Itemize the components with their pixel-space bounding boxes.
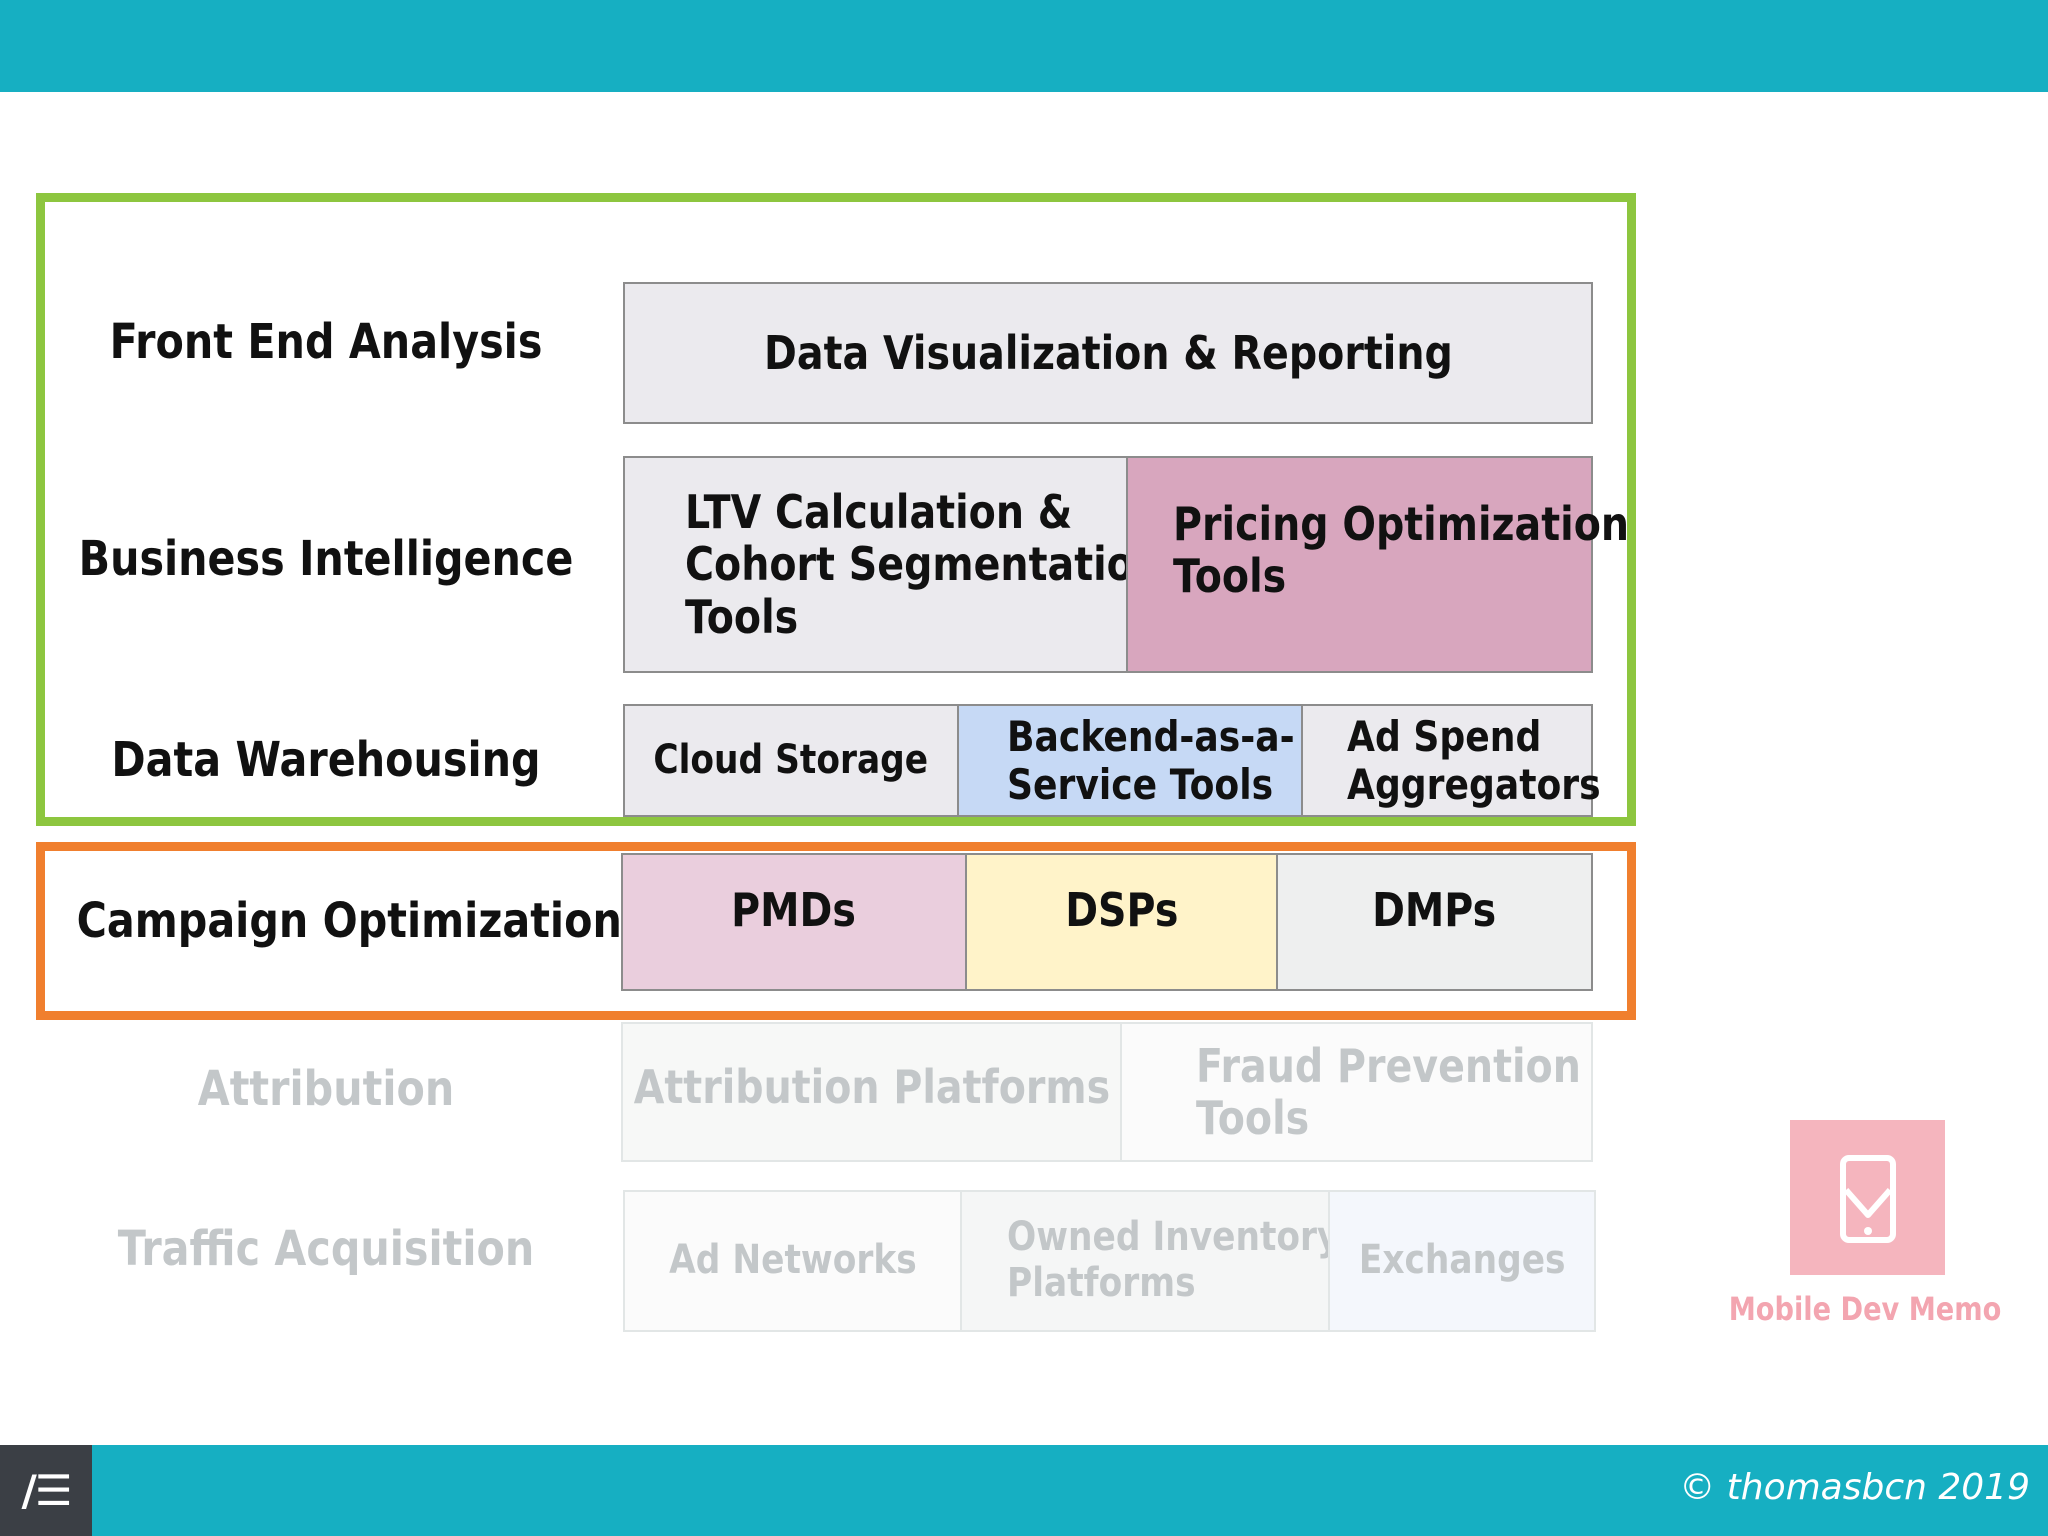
box-label: Exchanges (1358, 1237, 1566, 1284)
copyright-text: © thomasbcn 2019 (1679, 1467, 2030, 1508)
box-pmds: PMDs (621, 853, 967, 991)
box-line: Platforms (1007, 1260, 1196, 1306)
box-label: Attribution Platforms (633, 1059, 1110, 1114)
row-label-front-end-analysis: Front End Analysis (109, 314, 543, 370)
box-label: Ad Networks (668, 1237, 917, 1284)
box-dmps: DMPs (1276, 853, 1593, 991)
mobile-phone-icon (1790, 1120, 1945, 1275)
highlight-frame-green (36, 193, 1636, 826)
row-label-campaign-optimization: Campaign Optimization (76, 893, 622, 949)
box-line: Aggregators (1347, 759, 1601, 809)
brand-logo: /☰ (0, 1445, 92, 1536)
box-dsps: DSPs (965, 853, 1278, 991)
row-label-business-intelligence: Business Intelligence (78, 531, 574, 587)
box-line: Backend-as-a- (1007, 711, 1295, 761)
footer-bar: /☰ © thomasbcn 2019 (0, 1445, 2048, 1536)
box-attribution-platforms: Attribution Platforms (621, 1022, 1122, 1162)
watermark-text: Mobile Dev Memo (1728, 1290, 2002, 1328)
row-label-data-warehousing: Data Warehousing (111, 732, 541, 788)
box-line: Cohort Segmentation (685, 537, 1163, 592)
box-label: Cloud Storage (653, 736, 929, 783)
box-line: LTV Calculation & (685, 484, 1073, 539)
box-line: Owned Inventory (1007, 1214, 1340, 1261)
box-exchanges: Exchanges (1328, 1190, 1596, 1332)
box-owned-inventory-platforms: Owned Inventory Platforms (960, 1190, 1339, 1332)
box-line: Fraud Prevention (1196, 1038, 1581, 1093)
box-pricing-optimization-tools: Pricing Optimization Tools (1126, 456, 1629, 673)
box-backend-as-a-service-tools: Backend-as-a- Service Tools (957, 704, 1303, 817)
box-label: DMPs (1372, 882, 1497, 937)
box-cloud-storage: Cloud Storage (623, 704, 959, 817)
box-line: Tools (685, 589, 799, 644)
box-data-visualization-reporting: Data Visualization & Reporting (623, 282, 1593, 424)
box-ltv-cohort-tools: LTV Calculation & Cohort Segmentation To… (623, 456, 1162, 673)
box-line: Ad Spend (1347, 711, 1542, 761)
box-label: PMDs (731, 882, 857, 937)
row-label-traffic-acquisition: Traffic Acquisition (117, 1221, 535, 1277)
box-label: DSPs (1064, 882, 1179, 937)
box-line: Service Tools (1007, 759, 1274, 809)
box-line: Pricing Optimization (1173, 497, 1630, 551)
row-label-attribution: Attribution (197, 1061, 455, 1117)
header-bar (0, 0, 2048, 92)
box-label: Data Visualization & Reporting (763, 325, 1453, 380)
box-line: Tools (1196, 1091, 1310, 1145)
highlight-frame-orange (36, 842, 1636, 1020)
box-line: Tools (1173, 549, 1287, 604)
box-fraud-prevention-tools: Fraud Prevention Tools (1120, 1022, 1593, 1162)
box-ad-spend-aggregators: Ad Spend Aggregators (1301, 704, 1601, 817)
box-ad-networks: Ad Networks (623, 1190, 962, 1332)
